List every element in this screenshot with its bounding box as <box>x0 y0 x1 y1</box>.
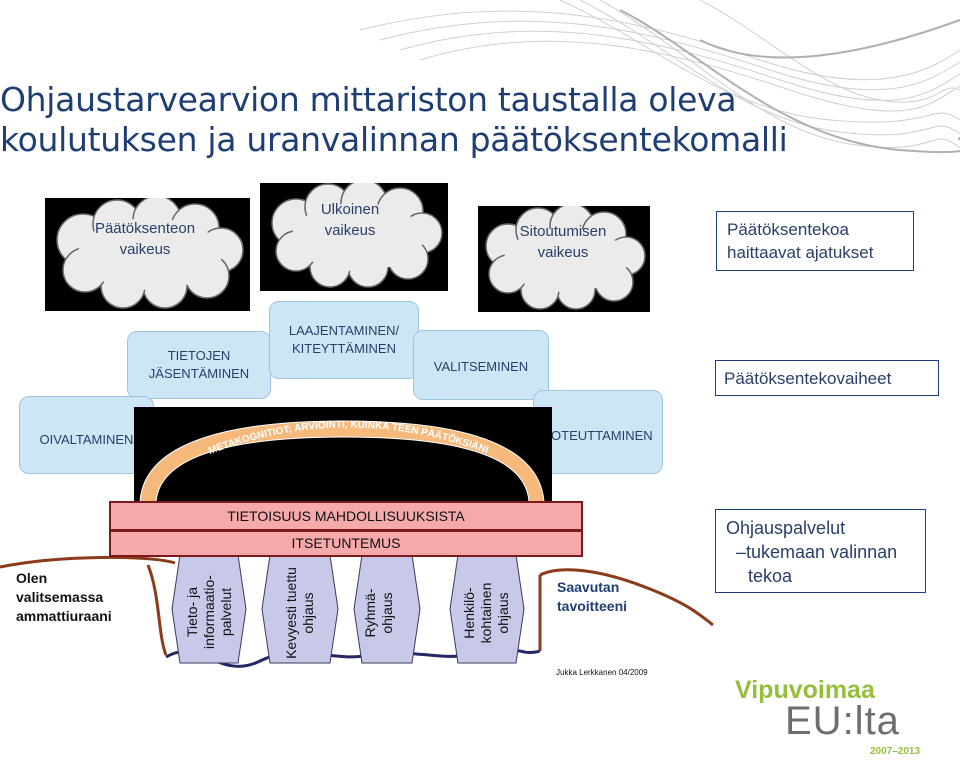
svg-text:METAKOGNITIOT; ARVIOINTI, KUIN: METAKOGNITIOT; ARVIOINTI, KUINKA TEEN PÄ… <box>207 419 490 457</box>
pillar-text-line: palvelut <box>218 587 234 637</box>
pillar-text-line: Kevyesti tuettu <box>283 567 299 659</box>
vipuvoimaa-logo: Vipuvoimaa EU:lta 2007–2013 <box>735 676 935 757</box>
pillar-label-group: Ryhmä- ohjaus <box>362 560 398 666</box>
cloud-label-line: vaikeus <box>324 222 376 239</box>
pillar-text-line: ohjaus <box>300 592 316 634</box>
pillar-label-personal: Henkilö- kohtainen ohjaus <box>461 554 513 672</box>
phase-text-line: OIVALTAMINEN <box>39 432 134 447</box>
cloud-commitment-difficulty: Sitoutumisen vaikeus <box>478 206 650 312</box>
author-credit: Jukka Lerkkanen 04/2009 <box>556 668 648 677</box>
label-thoughts-box: Päätöksentekoa haittaavat ajatukset <box>716 211 914 271</box>
page-title: Ohjaustarvearvion mittariston taustalla … <box>0 80 788 160</box>
phase-toteuttaminen: TOTEUTTAMINEN <box>533 390 663 474</box>
thoughts-line-2: haittaavat ajatukset <box>727 243 874 262</box>
services-line-3: tekoa <box>748 566 793 586</box>
pillar-text-line: Henkilö- <box>461 587 477 639</box>
pillar-text-line: ohjaus <box>379 592 395 634</box>
goal-label-line: Saavutan <box>557 579 620 595</box>
phase-text-line: TOTEUTTAMINEN <box>543 428 653 443</box>
start-label: Olen valitsemassa ammattiuraani <box>16 569 112 626</box>
title-line-1: Ohjaustarvearvion mittariston taustalla … <box>0 80 737 119</box>
pillar-shape <box>261 555 339 664</box>
pillar-shape <box>171 555 247 664</box>
phase-text-line: TIETOJEN <box>167 348 231 363</box>
services-line-1: Ohjauspalvelut <box>726 518 846 538</box>
phase-oivaltaminen: OIVALTAMINEN <box>19 396 154 474</box>
cloud-external-difficulty: Ulkoinen vaikeus <box>260 183 448 291</box>
pillar-text-line: informaatio- <box>201 575 217 649</box>
logo-line-2: EU:lta <box>785 699 900 743</box>
phase-laajentaminen: LAAJENTAMINEN/ KITEYTTÄMINEN <box>269 301 419 379</box>
pillar-text-line: kohtainen <box>478 582 494 644</box>
pillar-shape <box>449 555 525 664</box>
bar-self-knowledge-label: ITSETUNTEMUS <box>291 535 401 551</box>
phase-tietojen-jasentaminen: TIETOJEN JÄSENTÄMINEN <box>127 331 271 399</box>
start-label-line: valitsemassa <box>16 589 104 605</box>
pillar-text-line: Tieto- ja <box>184 586 200 638</box>
pillar-label-info: Tieto- ja informaatio- palvelut <box>184 552 236 672</box>
pillars <box>171 555 525 664</box>
thoughts-line-1: Päätöksentekoa <box>727 220 849 239</box>
logo-line-1: Vipuvoimaa <box>735 676 875 704</box>
label-phases-box: Päätöksentekovaiheet <box>715 360 939 396</box>
metacognition-arch: METAKOGNITIOT; ARVIOINTI, KUINKA TEEN PÄ… <box>139 419 545 502</box>
phase-text-line: LAAJENTAMINEN/ <box>288 323 400 338</box>
logo-years: 2007–2013 <box>870 746 921 757</box>
phase-text-line: JÄSENTÄMINEN <box>148 366 250 381</box>
start-label-line: Olen <box>16 570 48 586</box>
cloud-label-line: Päätöksenteon <box>94 220 196 237</box>
cloud-label-line: vaikeus <box>119 241 171 258</box>
bar-self-knowledge: ITSETUNTEMUS <box>109 530 583 557</box>
pillar-shape <box>353 555 421 664</box>
bar-awareness: TIETOISUUS MAHDOLLISUUKSISTA <box>109 501 583 531</box>
label-services-box: Ohjauspalvelut –tukemaan valinnan tekoa <box>715 509 926 593</box>
pillar-text-line: Ryhmä- <box>362 588 378 638</box>
pillar-text-line: ohjaus <box>495 592 511 634</box>
cloud-label-line: vaikeus <box>537 244 589 261</box>
arch-label: METAKOGNITIOT; ARVIOINTI, KUINKA TEEN PÄ… <box>207 419 490 457</box>
phase-text-line: VALITSEMINEN <box>433 359 529 374</box>
phase-text-line: KITEYTTÄMINEN <box>291 341 396 356</box>
bar-awareness-label: TIETOISUUS MAHDOLLISUUKSISTA <box>227 508 465 524</box>
cloud-label-line: Ulkoinen <box>320 201 380 218</box>
pillar-label-light: Kevyesti tuettu ohjaus <box>283 554 319 672</box>
phase-valitseminen: VALITSEMINEN <box>413 330 549 400</box>
cloud-decision-difficulty: Päätöksenteon vaikeus <box>45 198 250 311</box>
goal-label: Saavutan tavoitteeni <box>557 578 627 616</box>
cloud-label-line: Sitoutumisen <box>519 223 607 240</box>
start-label-line: ammattiuraani <box>16 608 112 624</box>
phases-label: Päätöksentekovaiheet <box>724 369 892 388</box>
title-line-2: koulutuksen ja uranvalinnan päätöksentek… <box>0 120 788 159</box>
services-line-2: –tukemaan valinnan <box>736 542 898 562</box>
goal-label-line: tavoitteeni <box>557 598 628 614</box>
